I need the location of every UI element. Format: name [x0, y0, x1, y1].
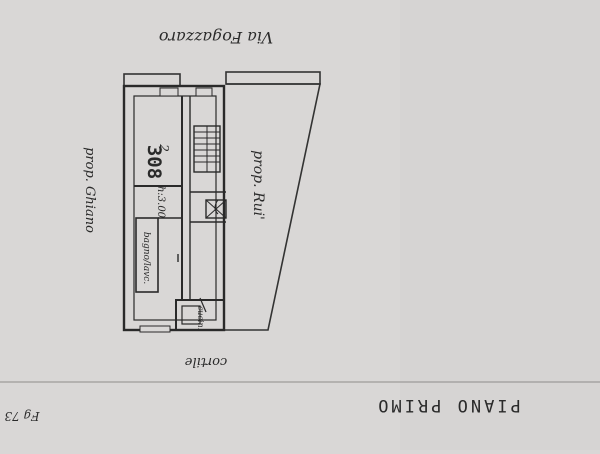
floor-title: PIANO PRIMO [375, 395, 521, 415]
building-outer-wall [122, 84, 226, 332]
scan-shade [400, 0, 600, 450]
street-label: Via Fogazzaro [159, 28, 273, 47]
courtyard-label: cortile [184, 354, 227, 369]
window-top-2 [195, 87, 213, 97]
window-top-1 [159, 87, 179, 97]
unit-number: 308 [143, 145, 165, 179]
neighbor-ghiano-label: prop. Ghiano [82, 147, 97, 233]
marker-2: 2 [157, 143, 171, 152]
window-bottom [139, 325, 171, 333]
door-arc [214, 199, 219, 215]
sheet-reference: Fg 73 [4, 409, 40, 423]
bathroom-block [135, 217, 182, 293]
staircase [193, 125, 221, 173]
bathroom-label: bagno/lavc. [141, 232, 151, 285]
neighbor-rui-label: prop. Rui' [250, 150, 266, 220]
kitchen-label: cucin. [196, 306, 205, 330]
service-shaft [205, 199, 227, 219]
ceiling-height-note: h:3.00 [155, 186, 166, 219]
kitchen-block [175, 297, 225, 331]
neighbor-rui-outline [224, 83, 321, 331]
